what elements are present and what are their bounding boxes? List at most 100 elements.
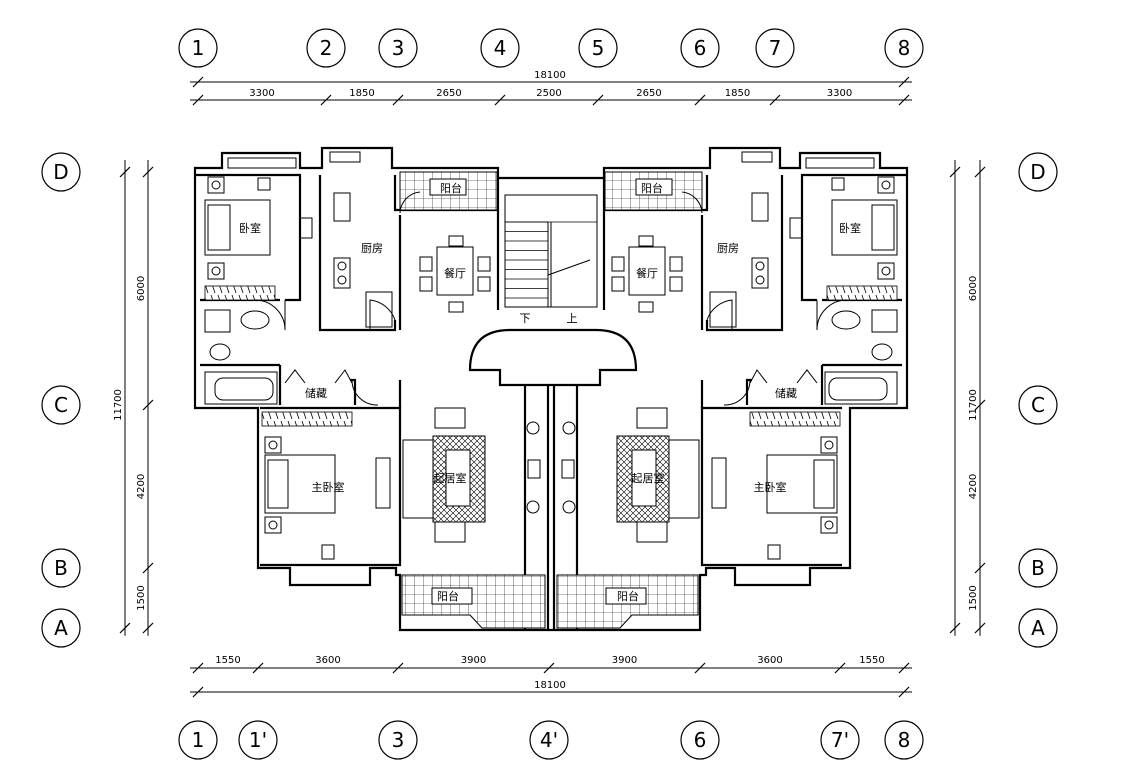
svg-text:8: 8 <box>898 728 911 752</box>
axis-top-5: 6 <box>680 28 720 68</box>
room-label-bedroom-left: 卧室 <box>239 221 261 235</box>
axis-top-4: 5 <box>578 28 618 68</box>
dim-top-seg: 2650 <box>636 88 661 99</box>
room-label-dining-left: 餐厅 <box>444 266 466 280</box>
svg-text:D: D <box>53 160 68 184</box>
svg-text:C: C <box>54 393 68 417</box>
axis-right-1: C <box>1018 385 1058 425</box>
furniture <box>204 176 898 560</box>
room-label-kitchen-left: 厨房 <box>361 242 383 255</box>
dim-side-seg: 4200 <box>136 474 147 499</box>
room-label-balcony-top-right: 阳台 <box>641 181 663 195</box>
svg-text:1: 1 <box>192 728 205 752</box>
svg-text:5: 5 <box>592 36 605 60</box>
room-label-bedroom-right: 卧室 <box>839 221 861 235</box>
closet-left-master <box>261 411 353 427</box>
dim-top-seg: 2650 <box>436 88 461 99</box>
svg-text:1: 1 <box>192 36 205 60</box>
axis-top-3: 4 <box>480 28 520 68</box>
room-label-storage-right: 储藏 <box>775 386 797 400</box>
svg-text:C: C <box>1031 393 1045 417</box>
axis-left-2: B <box>41 548 81 588</box>
room-label-living-right: 起居室 <box>632 471 665 485</box>
svg-text:B: B <box>54 556 68 580</box>
axis-bubbles-top: 1 2 3 4 5 6 7 8 <box>178 28 924 68</box>
room-label-master-right: 主卧室 <box>754 480 787 494</box>
axis-bottom-2: 3 <box>378 720 418 760</box>
room-labels: 卧室 厨房 阳台 餐厅 储藏 主卧室 起居室 阳台 卧室 厨房 阳台 餐厅 储藏… <box>239 181 861 603</box>
dim-bottom-total: 18100 <box>534 680 566 691</box>
room-label-balcony-bottom-right: 阳台 <box>617 589 639 603</box>
dimension-left: 11700 6000 4200 1500 <box>113 160 154 636</box>
axis-bottom-0: 1 <box>178 720 218 760</box>
dim-bottom-seg: 3600 <box>757 655 782 666</box>
building-walls <box>193 146 909 632</box>
axis-left-3: A <box>41 608 81 648</box>
dim-bottom-seg: 1550 <box>859 655 884 666</box>
stair-down-label: 下 <box>520 312 531 325</box>
room-label-kitchen-right: 厨房 <box>717 242 739 255</box>
dim-bottom-seg: 3600 <box>315 655 340 666</box>
axis-top-2: 3 <box>378 28 418 68</box>
dim-bottom-seg: 3900 <box>461 655 486 666</box>
balcony-bottom-left <box>401 574 546 629</box>
axis-right-2: B <box>1018 548 1058 588</box>
dim-side-seg: 6000 <box>136 276 147 301</box>
room-label-master-left: 主卧室 <box>312 480 345 494</box>
axis-bubbles-left: D C B A <box>41 152 81 648</box>
dim-top-seg: 3300 <box>249 88 274 99</box>
dim-top-seg: 1850 <box>725 88 750 99</box>
svg-text:A: A <box>1031 616 1045 640</box>
svg-text:6: 6 <box>694 36 707 60</box>
dimension-right: 11700 6000 4200 1500 <box>949 160 986 636</box>
room-label-living-left: 起居室 <box>434 471 467 485</box>
axis-bottom-6: 8 <box>884 720 924 760</box>
dim-side-seg: 4200 <box>968 474 979 499</box>
svg-text:1': 1' <box>249 728 267 752</box>
room-label-storage-left: 储藏 <box>305 386 327 400</box>
svg-text:B: B <box>1031 556 1045 580</box>
dim-top-seg: 3300 <box>827 88 852 99</box>
dim-side-seg: 1500 <box>968 585 979 610</box>
axis-bubbles-right: D C B A <box>1018 152 1058 648</box>
axis-right-3: A <box>1018 608 1058 648</box>
dim-left-total: 11700 <box>113 389 124 421</box>
axis-top-0: 1 <box>178 28 218 68</box>
axis-left-1: C <box>41 385 81 425</box>
room-label-balcony-bottom-left: 阳台 <box>437 589 459 603</box>
svg-text:3: 3 <box>392 728 405 752</box>
axis-bubbles-bottom: 1 1' 3 4' 6 7' 8 <box>178 720 924 760</box>
dimension-bottom: 1550 3600 3900 3900 3600 1550 18100 <box>190 655 912 698</box>
axis-left-0: D <box>41 152 81 192</box>
svg-text:D: D <box>1030 160 1045 184</box>
axis-bottom-3: 4' <box>529 720 569 760</box>
axis-bottom-4: 6 <box>680 720 720 760</box>
dim-top-total: 18100 <box>534 70 566 81</box>
svg-text:A: A <box>54 616 68 640</box>
closet-right-master <box>749 411 841 427</box>
dim-bottom-seg: 1550 <box>215 655 240 666</box>
dim-top-seg: 1850 <box>349 88 374 99</box>
axis-right-0: D <box>1018 152 1058 192</box>
axis-top-1: 2 <box>306 28 346 68</box>
room-label-balcony-top-left: 阳台 <box>440 181 462 195</box>
axis-top-6: 7 <box>755 28 795 68</box>
stairwell: 下 上 <box>504 194 598 325</box>
dim-right-total: 11700 <box>968 389 979 421</box>
svg-text:4': 4' <box>540 728 558 752</box>
svg-text:7': 7' <box>831 728 849 752</box>
axis-bottom-5: 7' <box>820 720 860 760</box>
dim-side-seg: 1500 <box>136 585 147 610</box>
stair-up-label: 上 <box>567 312 578 325</box>
axis-top-7: 8 <box>884 28 924 68</box>
svg-text:7: 7 <box>769 36 782 60</box>
svg-text:2: 2 <box>320 36 333 60</box>
room-label-dining-right: 餐厅 <box>636 266 658 280</box>
axis-bottom-1: 1' <box>238 720 278 760</box>
svg-text:4: 4 <box>494 36 507 60</box>
dim-bottom-seg: 3900 <box>612 655 637 666</box>
closet-left-top <box>204 285 276 301</box>
dim-side-seg: 6000 <box>968 276 979 301</box>
